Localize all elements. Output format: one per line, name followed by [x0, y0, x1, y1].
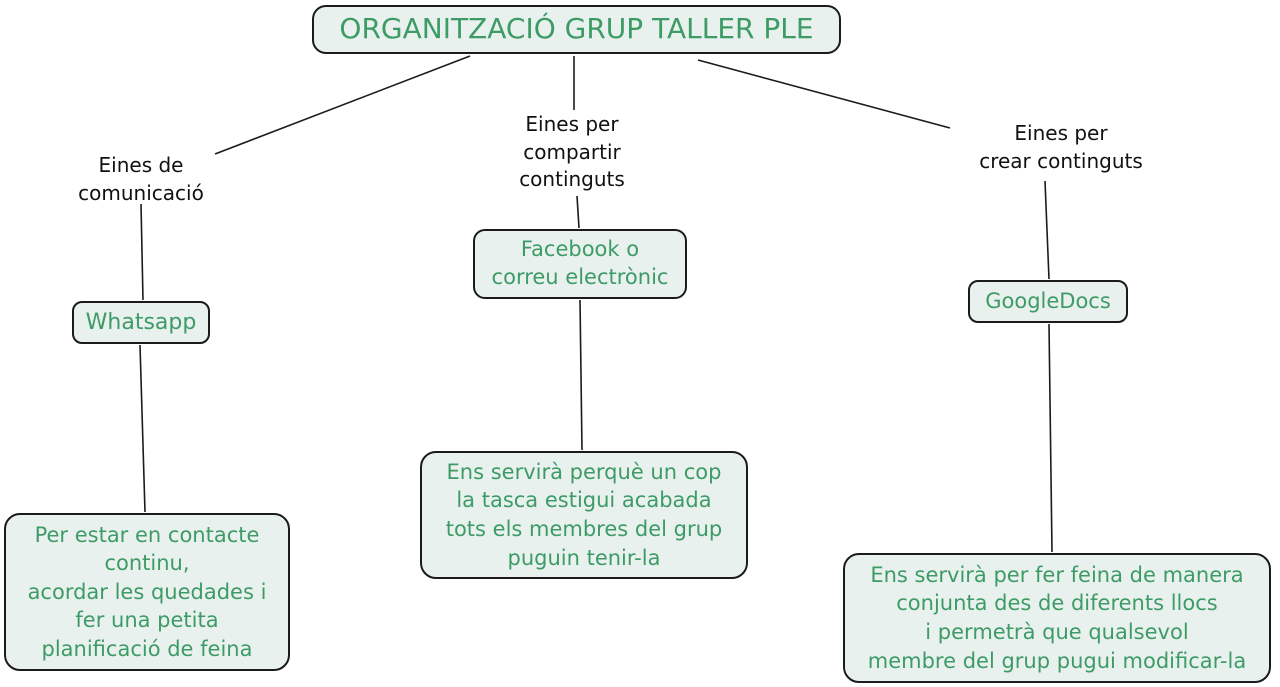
connector-facebook-to-desc [579, 299, 583, 451]
connector-comunicacio-to-whatsapp [140, 203, 144, 301]
connector-title-to-crear [697, 59, 951, 129]
node-facebook-correu[interactable]: Facebook o correu electrònic [473, 229, 687, 299]
description-node-crear[interactable]: Ens servirà per fer feina de manera conj… [843, 553, 1271, 683]
branch-label-comunicacio: Eines de comunicació [78, 153, 204, 205]
connector-title-to-comunicacio [214, 55, 471, 155]
connector-compartir-to-facebook [576, 195, 580, 229]
node-whatsapp[interactable]: Whatsapp [72, 301, 210, 344]
description-node-comunicacio[interactable]: Per estar en contacte continu, acordar l… [4, 513, 290, 671]
branch-label-crear: Eines per crear continguts [979, 121, 1143, 173]
connector-crear-to-googledocs [1044, 180, 1050, 280]
connector-googledocs-to-desc [1048, 323, 1053, 553]
connector-whatsapp-to-desc [139, 344, 146, 513]
node-googledocs[interactable]: GoogleDocs [968, 280, 1128, 323]
root-node-title[interactable]: ORGANITZACIÓ GRUP TALLER PLE [312, 5, 841, 54]
branch-label-compartir: Eines per compartir continguts [519, 112, 625, 192]
description-node-compartir[interactable]: Ens servirà perquè un cop la tasca estig… [420, 451, 748, 579]
